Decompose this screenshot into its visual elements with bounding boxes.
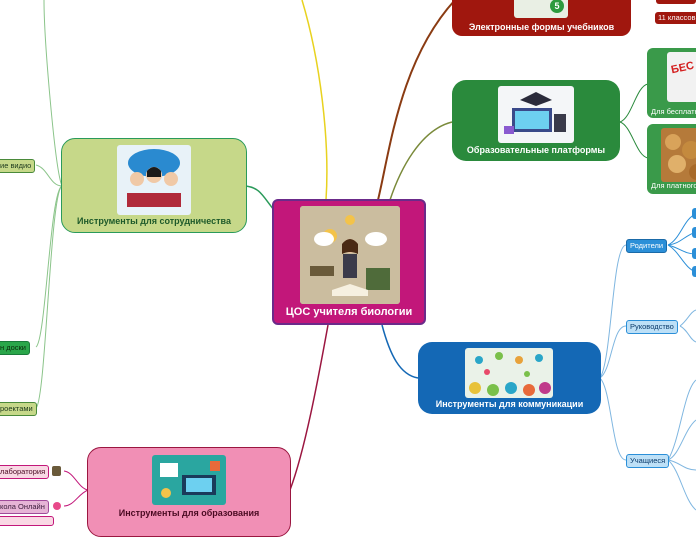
collaboration-illustration [117,145,191,215]
link-textbooks [377,0,456,201]
school-online-icon [53,502,61,510]
comm-group-parents[interactable]: Родители [626,239,668,253]
comm-group-management[interactable]: Руководство [626,320,678,334]
free-stamp-image: БЕС [667,52,696,102]
grade-badge: 5 [550,0,564,13]
collab-item-boards[interactable]: н доски [0,341,30,355]
collaboration-label: Инструменты для сотрудничества [77,216,231,226]
branch-education[interactable]: Инструменты для образования [87,447,291,537]
comm-group-students[interactable]: Учащиеся [626,454,670,468]
communication-label: Инструменты для коммуникации [435,399,584,409]
parents-leaf-3[interactable] [692,248,696,259]
platform-illustration [498,86,574,143]
edu-item-partial[interactable] [0,516,54,526]
link-platforms [389,121,453,201]
education-label: Инструменты для образования [118,508,260,518]
communication-illustration [465,348,553,398]
branch-textbooks[interactable]: 5 Электронные формы учебников [452,0,631,36]
coins-image [661,128,696,182]
teacher-illustration [300,206,400,304]
link-top [301,0,328,201]
textbook-item-top[interactable] [656,0,696,4]
edu-item-school-online[interactable]: кола Онлайн [0,500,49,514]
platform-paid-card[interactable]: Для платного [647,124,696,194]
collab-item-projects[interactable]: роектами [0,402,37,416]
branch-collaboration[interactable]: Инструменты для сотрудничества [61,138,247,233]
platform-free-label: Для бесплатн [651,107,696,116]
link-education [289,324,329,491]
branch-communication[interactable]: Инструменты для коммуникации [418,342,601,414]
parents-leaf-2[interactable] [692,227,696,238]
edu-item-lab[interactable]: лаборатория [0,465,50,479]
platform-free-card[interactable]: БЕС Для бесплатн [647,48,696,118]
platform-paid-label: Для платного [651,181,696,190]
central-label: ЦОС учителя биологии [285,306,413,318]
central-node[interactable]: ЦОС учителя биологии [272,199,426,325]
link-communication [381,324,419,379]
textbook-item[interactable]: 11 классов [655,12,696,24]
textbook-image: 5 [514,0,568,18]
parents-leaf-4[interactable] [692,266,696,277]
textbooks-label: Электронные формы учебников [468,22,615,32]
collab-item-video[interactable]: ие видио [0,159,36,173]
free-stamp-icon: БЕС [670,59,696,77]
platforms-label: Образовательные платформы [466,145,606,155]
link-collaboration [245,185,275,211]
education-illustration [152,455,226,505]
lab-icon [52,466,61,476]
parents-leaf-1[interactable] [692,208,696,219]
branch-platforms[interactable]: Образовательные платформы [452,80,620,161]
